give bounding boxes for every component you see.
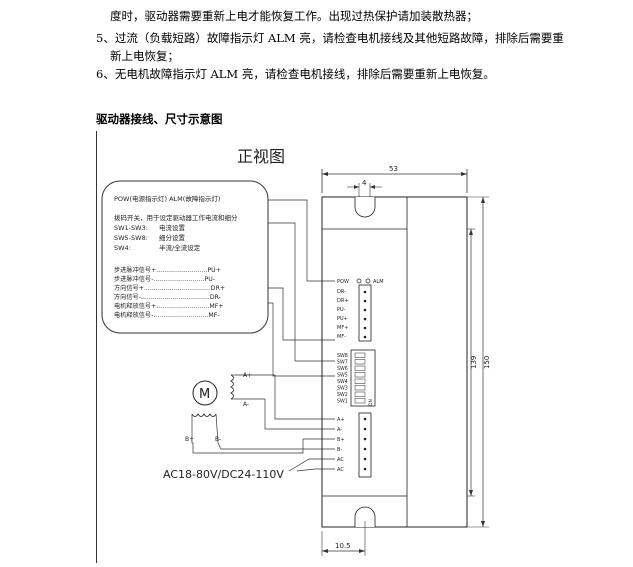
dim-hole: 4 (362, 179, 367, 187)
legend-signal-4: 方向信号-...................................… (114, 293, 221, 301)
power-pin-6: AC (337, 467, 344, 473)
dim-inner-height: 139 (470, 356, 478, 369)
legend-signal-2: 步进脉冲信号-..........................PU- (114, 275, 215, 283)
signal-pin-2: DR+ (337, 298, 349, 304)
switch-label-3: SW6 (337, 366, 348, 372)
power-pin-3: B+ (337, 437, 345, 443)
motor-m: M (199, 387, 210, 402)
motor-wires (191, 374, 335, 454)
dim-width: 53 (389, 165, 398, 173)
wiring-dimension-diagram: 正视图 POW(电源指示灯) ALM(故障指示灯) 拨码开关，用于设定驱动器工作… (96, 131, 537, 563)
supply-label: AC18-80V/DC24-110V (163, 468, 284, 481)
legend-signal-3: 方向信号+..................................D… (114, 284, 225, 292)
supply-wires (288, 458, 335, 472)
power-pin-1: A+ (337, 417, 345, 423)
signal-pin-6: MF- (337, 334, 346, 340)
signal-pin-3: PU- (337, 307, 346, 313)
dim-hole-offset: 10.5 (335, 542, 351, 550)
legend-sw-desc-3: 半流/全流设定 (159, 243, 201, 252)
legend-sw-desc-2: 细分设置 (159, 233, 186, 242)
signal-connector (358, 284, 372, 342)
switch-label-6: SW3 (337, 386, 348, 392)
coil-b (191, 413, 217, 417)
motor-a-minus: A- (243, 401, 249, 408)
driver-body (321, 196, 468, 528)
alm-led (365, 278, 371, 284)
legend-sw-key-2: SW5-SW8: (114, 234, 148, 242)
pow-led (356, 278, 362, 284)
dip-on-label: ON (368, 399, 374, 406)
top-mount-hole (354, 197, 376, 218)
power-pin-2: A- (337, 427, 342, 433)
bottom-mount-hole (354, 506, 376, 527)
legend-dip-intro: 拨码开关，用于设定驱动器工作电流和细分 (114, 213, 238, 222)
switch-label-4: SW5 (337, 373, 348, 379)
diagram-svg: 正视图 POW(电源指示灯) ALM(故障指示灯) 拨码开关，用于设定驱动器工作… (101, 147, 491, 556)
text-line-3: 新上电恢复； (110, 49, 179, 63)
dim-outer-height: 150 (483, 356, 491, 369)
legend-sw-desc-1: 电流设置 (159, 223, 186, 232)
switch-label-2: SW7 (337, 360, 348, 366)
signal-pin-4: PU+ (337, 316, 348, 322)
switch-label-5: SW4 (337, 379, 348, 385)
led-alm-label: ALM (373, 279, 384, 285)
legend-led-line: POW(电源指示灯) ALM(故障指示灯) (114, 194, 220, 203)
section-title: 驱动器接线、尺寸示意图 (96, 112, 223, 126)
motor-b-minus: B- (215, 436, 221, 443)
power-connector (358, 412, 372, 478)
switch-label-8: SW1 (337, 399, 348, 405)
switch-label-7: SW2 (337, 392, 348, 398)
coil-a (230, 374, 234, 400)
text-line-4: 6、无电机故障指示灯 ALM 亮，请检查电机接线，排除后需要重新上电恢复。 (96, 67, 495, 81)
legend-signal-5: 电机释放信号+...........................MF+ (114, 302, 224, 310)
leader-lines (268, 199, 335, 377)
legend-sw-key-1: SW1-SW3: (114, 224, 148, 232)
led-pow-label: POW (337, 279, 349, 285)
power-pin-4: B- (337, 447, 342, 453)
signal-pin-1: DR- (337, 289, 346, 295)
switch-label-1: SW8 (337, 353, 348, 359)
motor-a-plus: A+ (243, 372, 252, 379)
text-line-1: 度时，驱动器需要重新上电才能恢复工作。出现过热保护请加装散热器； (110, 9, 478, 23)
legend-box (101, 180, 269, 334)
motor-b-plus: B+ (185, 436, 194, 443)
motor-symbol (192, 380, 218, 406)
dip-switch (350, 349, 376, 407)
signal-pin-5: MF+ (337, 325, 348, 331)
legend-sw-key-3: SW4: (114, 244, 131, 252)
view-title: 正视图 (237, 147, 285, 166)
power-pin-5: AC (337, 457, 344, 463)
legend-signal-6: 电机释放信号-............................MF- (114, 311, 220, 319)
legend-signal-1: 步进脉冲信号+..........................PU+ (114, 266, 221, 274)
text-line-2: 5、过流（负载短路）故障指示灯 ALM 亮，请检查电机接线及其他短路故障，排除后… (96, 31, 564, 45)
